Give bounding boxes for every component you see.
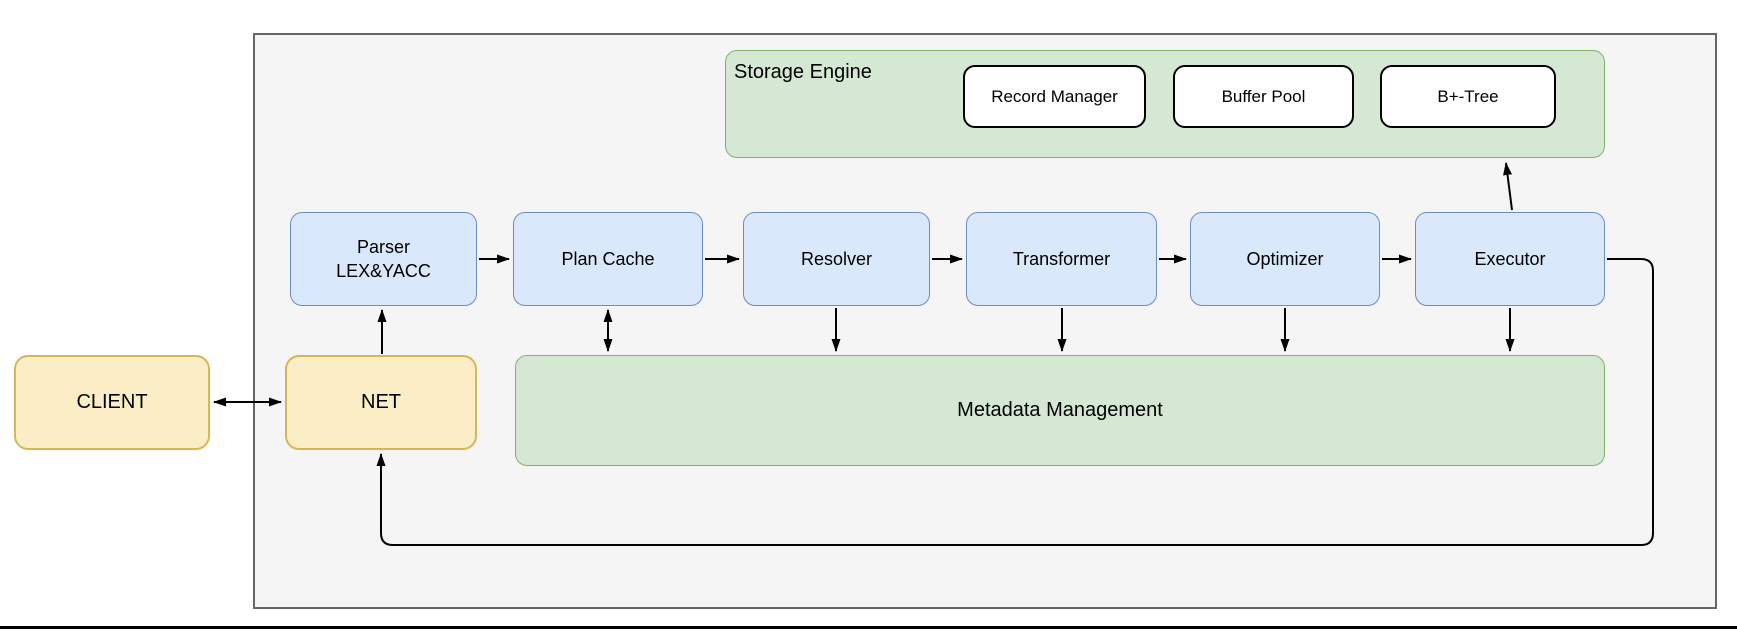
plan-cache-node: Plan Cache xyxy=(513,212,703,306)
transformer-node: Transformer xyxy=(966,212,1157,306)
net-node: NET xyxy=(285,355,477,450)
optimizer-node: Optimizer xyxy=(1190,212,1380,306)
resolver-node: Resolver xyxy=(743,212,930,306)
client-node: CLIENT xyxy=(14,355,210,450)
executor-node: Executor xyxy=(1415,212,1605,306)
bplus-tree-node: B+-Tree xyxy=(1380,65,1556,128)
bottom-separator xyxy=(0,626,1737,629)
metadata-management-node: Metadata Management xyxy=(515,355,1605,466)
buffer-pool-node: Buffer Pool xyxy=(1173,65,1354,128)
parser-node: Parser LEX&YACC xyxy=(290,212,477,306)
record-manager-node: Record Manager xyxy=(963,65,1146,128)
storage-engine-title: Storage Engine xyxy=(734,61,872,83)
